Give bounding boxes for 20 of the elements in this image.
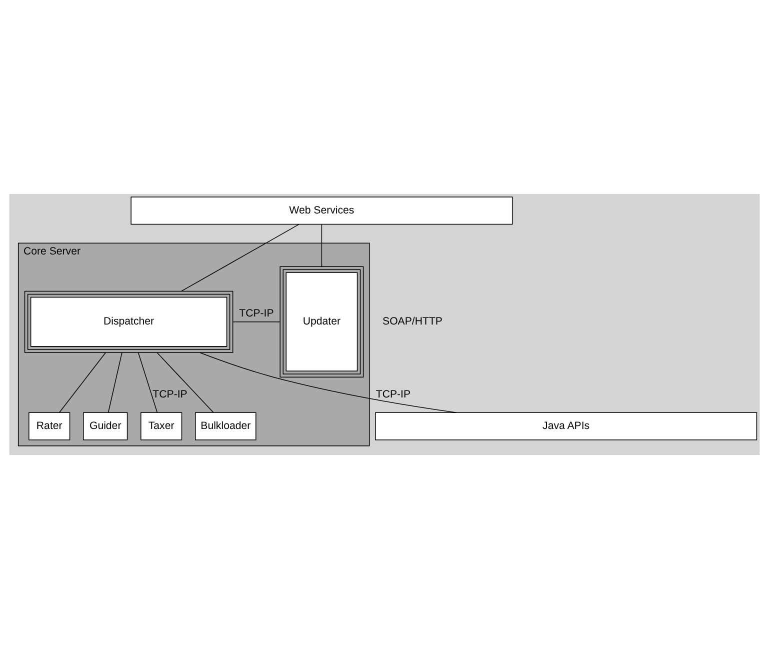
connector bbox=[156, 352, 214, 412]
node-box: Bulkloader bbox=[195, 412, 256, 440]
connector bbox=[180, 223, 300, 292]
connector bbox=[138, 352, 158, 412]
edge-label: TCP-IP bbox=[376, 388, 411, 400]
node-box: Guider bbox=[83, 412, 128, 440]
node-box: Dispatcher bbox=[24, 290, 234, 352]
node-box: Rater bbox=[28, 412, 70, 440]
connector bbox=[200, 352, 457, 412]
connector bbox=[59, 352, 106, 412]
connector bbox=[232, 320, 280, 322]
connector bbox=[321, 224, 322, 266]
node-box: Updater bbox=[280, 266, 364, 377]
connector bbox=[108, 352, 122, 412]
label: SOAP/HTTP bbox=[382, 315, 442, 328]
node-box: Java APIs bbox=[375, 412, 758, 440]
node-box: Web Services bbox=[130, 196, 513, 224]
node-box: Taxer bbox=[140, 412, 182, 440]
edge-label: TCP-IP bbox=[152, 388, 188, 400]
edge-label: TCP-IP bbox=[239, 307, 274, 320]
